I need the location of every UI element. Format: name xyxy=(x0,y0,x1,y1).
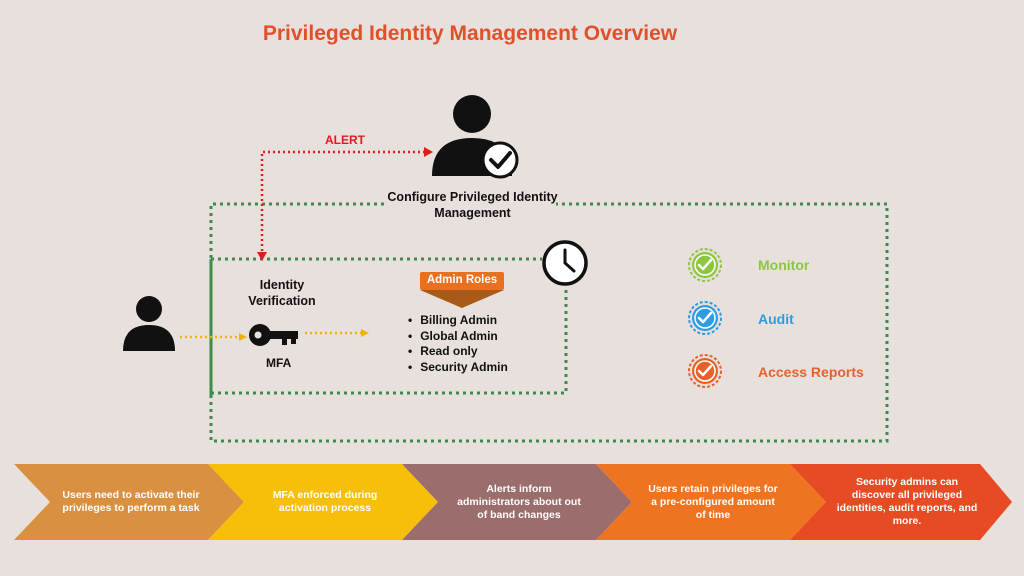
step-text: MFA enforced during activation process xyxy=(272,489,378,514)
step-activate-privileges: Users need to activate their privileges … xyxy=(14,464,244,540)
access-reports-badge-icon xyxy=(688,354,722,388)
alert-label: ALERT xyxy=(325,133,365,147)
key-icon xyxy=(249,324,298,346)
admin-roles-tag: Admin Roles xyxy=(420,272,504,290)
inner-frame xyxy=(209,257,568,395)
role-item: Security Admin xyxy=(408,360,508,376)
step-text: Alerts inform administrators about out o… xyxy=(457,482,581,521)
diagram-title: Privileged Identity Management Overview xyxy=(262,22,678,45)
mfa-label: MFA xyxy=(266,356,292,370)
step-text: Users need to activate their privileges … xyxy=(62,489,200,514)
configure-pim-label: Configure Privileged Identity Management xyxy=(387,190,558,220)
flow-arrows xyxy=(180,329,369,341)
step-text: Users retain privileges for a pre-config… xyxy=(648,482,778,521)
role-item: Read only xyxy=(408,344,508,360)
legend-monitor-label: Monitor xyxy=(758,257,810,273)
step-mfa-enforced: MFA enforced during activation process xyxy=(208,464,438,540)
role-item: Global Admin xyxy=(408,329,508,345)
clock-icon xyxy=(542,240,588,286)
legend-access-reports-label: Access Reports xyxy=(758,364,864,380)
user-icon xyxy=(123,296,175,351)
admin-roles-chevron-icon xyxy=(420,290,504,308)
step-retain-privileges: Users retain privileges for a pre-config… xyxy=(596,464,826,540)
alert-path xyxy=(257,147,433,261)
legend-audit-label: Audit xyxy=(758,311,794,327)
step-security-admins: Security admins can discover all privile… xyxy=(790,464,1012,540)
step-alerts-inform: Alerts inform administrators about out o… xyxy=(402,464,632,540)
role-item: Billing Admin xyxy=(408,313,508,329)
step-text: Security admins can discover all privile… xyxy=(836,476,978,527)
admin-check-icon xyxy=(432,95,519,179)
admin-roles-list: Billing Admin Global Admin Read only Sec… xyxy=(408,313,508,375)
audit-badge-icon xyxy=(688,301,722,335)
identity-verification-label: Identity Verification xyxy=(248,278,316,308)
monitor-badge-icon xyxy=(688,248,722,282)
